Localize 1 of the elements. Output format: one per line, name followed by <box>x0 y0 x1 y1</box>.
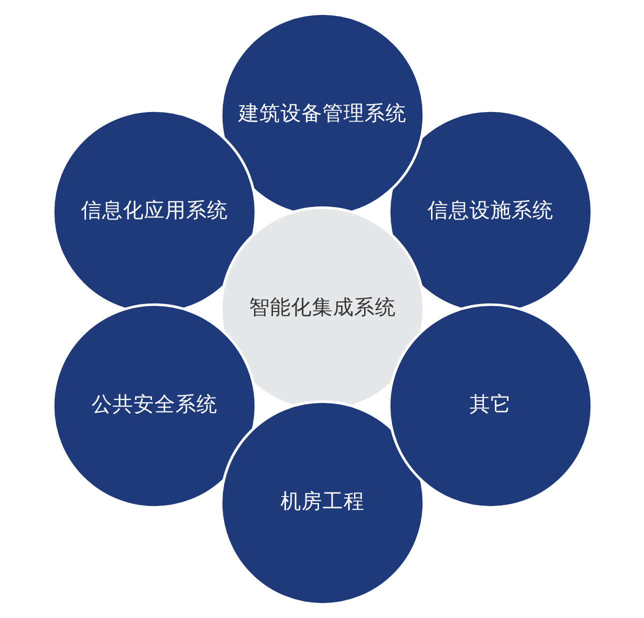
node-circle: 机房工程 <box>219 400 425 606</box>
